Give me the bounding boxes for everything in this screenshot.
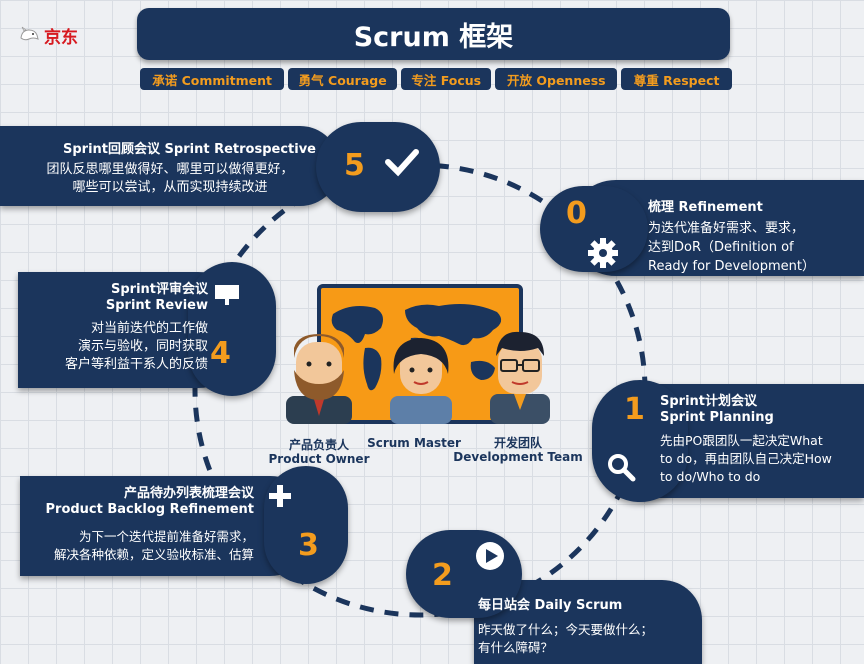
backlog-refinement-desc-line: 为下一个迭代提前准备好需求， xyxy=(78,529,254,544)
value-respect: 尊重 Respect xyxy=(621,68,732,90)
magnifier-icon xyxy=(608,454,636,482)
daily-scrum-title: 每日站会 Daily Scrum xyxy=(478,598,623,613)
role-product-owner-zh: 产品负责人 xyxy=(288,438,349,452)
scrum-values: 承诺 Commitment 勇气 Courage 专注 Focus 开放 Ope… xyxy=(140,68,732,92)
checkmark-icon xyxy=(385,149,419,177)
review-desc-line: 客户等利益干系人的反馈 xyxy=(64,357,208,372)
planning-title: Sprint计划会议 Sprint Planning xyxy=(660,394,860,426)
review-desc-line: 演示与验收，同时获取 xyxy=(77,339,208,354)
review-desc-line: 对当前迭代的工作做 xyxy=(90,321,208,336)
refinement-desc-line: Ready for Development） xyxy=(648,259,816,274)
review-text: Sprint评审会议 Sprint Review 对当前迭代的工作做 演示与验收… xyxy=(22,282,208,374)
play-icon xyxy=(476,542,504,570)
plus-icon xyxy=(269,485,291,507)
planning-desc: 先由PO跟团队一起决定What to do，再由团队自己决定How to do/… xyxy=(660,432,860,486)
refinement-title: 梳理 Refinement xyxy=(648,200,763,215)
backlog-refinement-title: 产品待办列表梳理会议 Product Backlog Refinement xyxy=(26,486,255,518)
review-title-zh: Sprint评审会议 xyxy=(110,282,208,297)
review-title-en: Sprint Review xyxy=(105,298,208,313)
event-number-1: 1 xyxy=(624,392,645,427)
backlog-refinement-desc: 为下一个迭代提前准备好需求， 解决各种依赖，定义验收标准、估算 xyxy=(26,528,254,564)
backlog-refinement-title-zh: 产品待办列表梳理会议 xyxy=(123,486,254,501)
event-number-0: 0 xyxy=(566,196,587,231)
event-badge-retrospective xyxy=(316,122,440,212)
backlog-refinement-text: 产品待办列表梳理会议 Product Backlog Refinement 为下… xyxy=(26,486,255,564)
event-badge-refinement xyxy=(540,186,648,272)
event-number-3: 3 xyxy=(298,528,319,563)
event-number-5: 5 xyxy=(344,148,365,183)
review-desc: 对当前迭代的工作做 演示与验收，同时获取 客户等利益干系人的反馈 xyxy=(22,320,208,374)
value-commitment: 承诺 Commitment xyxy=(140,68,285,90)
daily-scrum-desc-line: 有什么障碍？ xyxy=(478,640,554,655)
role-scrum-master: Scrum Master xyxy=(364,436,464,450)
event-number-2: 2 xyxy=(432,558,453,593)
event-badge-review xyxy=(188,262,276,396)
value-openness: 开放 Openness xyxy=(495,68,618,90)
role-dev-team: 开发团队 Development Team xyxy=(452,436,584,464)
scrum-master-avatar xyxy=(390,338,452,424)
role-product-owner: 产品负责人 Product Owner xyxy=(264,438,374,466)
planning-title-en: Sprint Planning xyxy=(660,410,774,425)
page-title: Scrum 框架 xyxy=(137,8,730,60)
refinement-desc-line: 为迭代准备好需求、要求， xyxy=(648,221,805,236)
retrospective-desc-line: 哪些可以尝试，从而实现持续改进 xyxy=(72,180,268,195)
product-owner-avatar xyxy=(286,334,352,424)
role-dev-team-en: Development Team xyxy=(453,450,583,464)
retrospective-desc-line: 团队反思哪里做得好、哪里可以做得更好， xyxy=(46,162,294,177)
planning-desc-line: 先由PO跟团队一起决定What xyxy=(660,433,823,448)
daily-scrum-desc: 昨天做了什么；今天要做什么； 有什么障碍？ xyxy=(478,621,698,657)
logo-text: 京东 xyxy=(44,27,78,48)
dev-team-avatar xyxy=(490,331,550,424)
retrospective-title: Sprint回顾会议 Sprint Retrospective xyxy=(63,142,316,157)
value-focus: 专注 Focus xyxy=(401,68,492,90)
retrospective-desc: 团队反思哪里做得好、哪里可以做得更好， 哪些可以尝试，从而实现持续改进 xyxy=(24,161,316,197)
role-scrum-master-en: Scrum Master xyxy=(367,436,461,450)
event-card-retrospective xyxy=(0,126,340,206)
review-title: Sprint评审会议 Sprint Review xyxy=(22,282,208,314)
planning-desc-line: to do，再由团队自己决定How xyxy=(660,451,832,466)
event-number-4: 4 xyxy=(210,336,231,371)
refinement-desc: 为迭代准备好需求、要求， 达到DoR（Definition of Ready f… xyxy=(648,219,858,276)
gear-icon xyxy=(588,238,618,268)
daily-scrum-text: 每日站会 Daily Scrum 昨天做了什么；今天要做什么； 有什么障碍？ xyxy=(478,594,698,657)
jd-dog-icon xyxy=(20,26,39,41)
refinement-text: 梳理 Refinement 为迭代准备好需求、要求， 达到DoR（Definit… xyxy=(648,196,858,276)
backlog-refinement-title-en: Product Backlog Refinement xyxy=(45,502,255,517)
retrospective-text: Sprint回顾会议 Sprint Retrospective 团队反思哪里做得… xyxy=(24,138,316,197)
value-courage: 勇气 Courage xyxy=(288,68,398,90)
daily-scrum-desc-line: 昨天做了什么；今天要做什么； xyxy=(478,622,654,637)
planning-desc-line: to do/Who to do xyxy=(660,469,761,484)
refinement-desc-line: 达到DoR（Definition of xyxy=(648,240,794,255)
event-badge-daily-scrum xyxy=(406,530,522,618)
presentation-icon xyxy=(215,285,239,305)
role-product-owner-en: Product Owner xyxy=(268,452,370,466)
planning-text: Sprint计划会议 Sprint Planning 先由PO跟团队一起决定Wh… xyxy=(660,394,860,486)
event-badge-planning xyxy=(592,380,688,502)
jd-logo: 京东 xyxy=(18,20,98,50)
backlog-refinement-desc-line: 解决各种依赖，定义验收标准、估算 xyxy=(53,547,254,562)
role-dev-team-zh: 开发团队 xyxy=(493,436,542,450)
planning-title-zh: Sprint计划会议 xyxy=(660,394,758,409)
